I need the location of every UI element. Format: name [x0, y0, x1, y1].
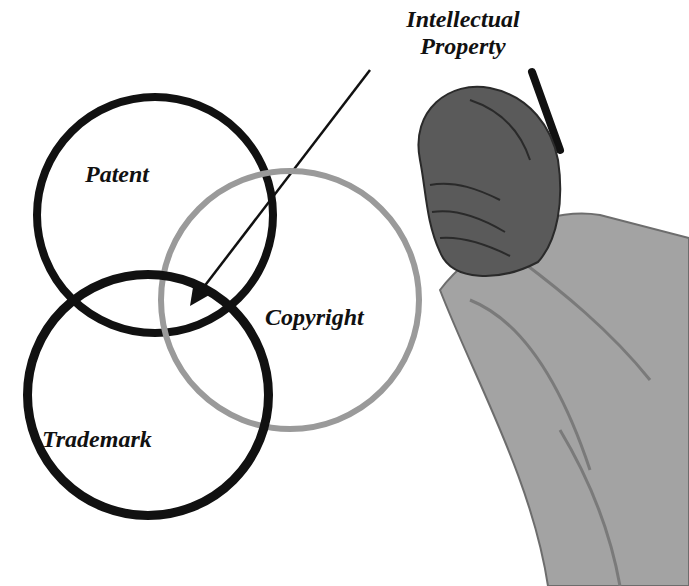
hand [418, 87, 560, 276]
venn-circle: Trademark [23, 270, 273, 520]
venn-circle: Copyright [158, 168, 422, 432]
title-label: Intellectual Property [378, 6, 548, 60]
circle-label: Patent [85, 160, 149, 188]
circle-outline [158, 168, 422, 432]
circle-label: Trademark [42, 425, 152, 453]
circle-label: Copyright [265, 303, 364, 331]
circle-ring [161, 171, 419, 429]
fingers [430, 100, 530, 256]
sleeve-fold [470, 260, 650, 586]
circle-outline [23, 270, 273, 520]
circle-ring [28, 275, 269, 516]
